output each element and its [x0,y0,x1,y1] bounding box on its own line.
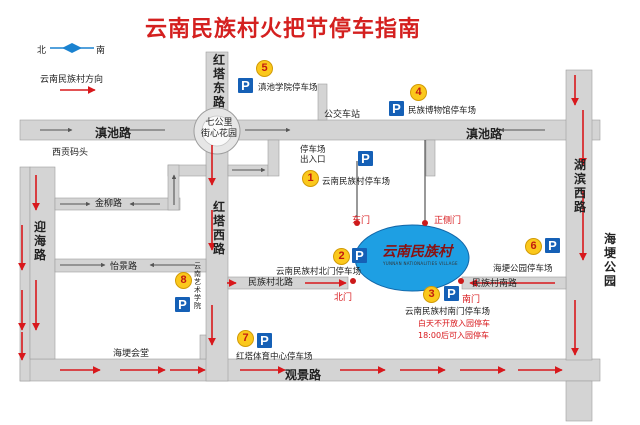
label-dianchi-left: 滇池路 [95,126,132,140]
label-yinghai: 迎海路 [33,220,46,262]
label-guanjing: 观景路 [285,368,322,382]
label-jinliu: 金柳路 [95,199,123,209]
road-direction-arrows [40,127,545,268]
label-haigeng-hall: 海埂会堂 [113,349,150,359]
direction-arrows [18,75,587,374]
parking-num-4: 4 [410,84,427,101]
parking-8-name: 云南艺术学院 [194,262,201,310]
hongta-west-road [205,139,229,382]
hall-spur [199,334,207,360]
note-daytime: 白天不开放入园停车 [418,319,490,328]
yinghai-road [29,166,56,360]
parking-icon-1: P [358,151,373,166]
parking-6-name: 海埂公园停车场 [493,264,553,274]
parking-access-lines [356,140,426,225]
parking-num-7: 7 [237,330,254,347]
note-evening: 18:00后可入园停车 [418,331,490,340]
jinliu-road [54,197,181,211]
label-south-gate: 南门 [462,295,481,305]
label-dianchi-right: 滇池路 [466,127,503,141]
parking-num-8: 8 [175,272,192,289]
parking-num-1: 1 [302,170,319,187]
parking-num-5: 5 [256,60,273,77]
label-minzucun-south: 民族村南路 [472,279,518,289]
label-hongta-east: 红塔东路 [212,53,225,109]
dianchi-college-spur [317,83,328,121]
parking-4-name: 民族博物馆停车场 [408,106,477,116]
hubin-south-road [565,380,593,422]
parking-7-name: 红塔体育中心停车场 [236,352,313,362]
parking-1-name: 云南民族村停车场 [322,177,391,187]
hubin-west-road [565,69,593,361]
parking-icon-8: P [175,297,190,312]
label-hongta-west: 红塔西路 [212,200,225,256]
parking-icon-3: P [444,286,459,301]
parking-2-name: 云南民族村北门停车场 [276,267,362,277]
label-east-gate: 东门 [352,216,371,226]
parking-num-2: 2 [333,248,350,265]
parking-icon-6: P [545,238,560,253]
parking-icon-4: P [389,101,404,116]
parking-icon-2: P [352,248,367,263]
roundabout-line2: 街心花园 [201,129,238,139]
parking-1-entrance: 停车场 出入口 [300,145,326,165]
parking-icon-5: P [238,78,253,93]
roundabout-inner [201,115,233,147]
bus-station-connector [267,139,280,177]
label-hubin-west: 湖滨西路 [573,158,586,214]
parking-num-3: 3 [423,286,440,303]
parking-num-6: 6 [525,238,542,255]
village-logo-sub: YUNNAN NATIONALITIES VILLAGE [383,261,458,266]
label-north-gate: 北门 [334,293,353,303]
compass [50,43,94,53]
page-title: 云南民族村火把节停车指南 [145,17,422,42]
village-logo: 云南民族村 [382,244,452,260]
label-main-side-gate: 正侧门 [434,216,462,226]
label-haigeng-park: 海埂公园 [603,232,616,288]
label-yixi: 怡景路 [110,262,138,272]
legend-direction: 云南民族村方向 [40,75,104,85]
compass-north: 北 [37,46,47,56]
roundabout-label: 七公里 街心花园 [201,118,237,140]
label-minzucun-north: 民族村北路 [248,278,294,288]
yixi-road [54,258,207,273]
compass-south: 南 [96,46,106,56]
dianchi-road [19,119,601,141]
label-xigong-wharf: 西贡码头 [52,148,89,158]
gate-markers [350,220,464,284]
parking-3-name: 云南民族村南门停车场 [405,307,491,317]
roundabout-line1: 七公里 [205,118,233,128]
parking-gate-spur [425,139,436,177]
parking-5-name: 滇池学院停车场 [258,83,318,93]
parking-icon-7: P [257,333,272,348]
label-bus-station: 公交车站 [324,110,361,120]
